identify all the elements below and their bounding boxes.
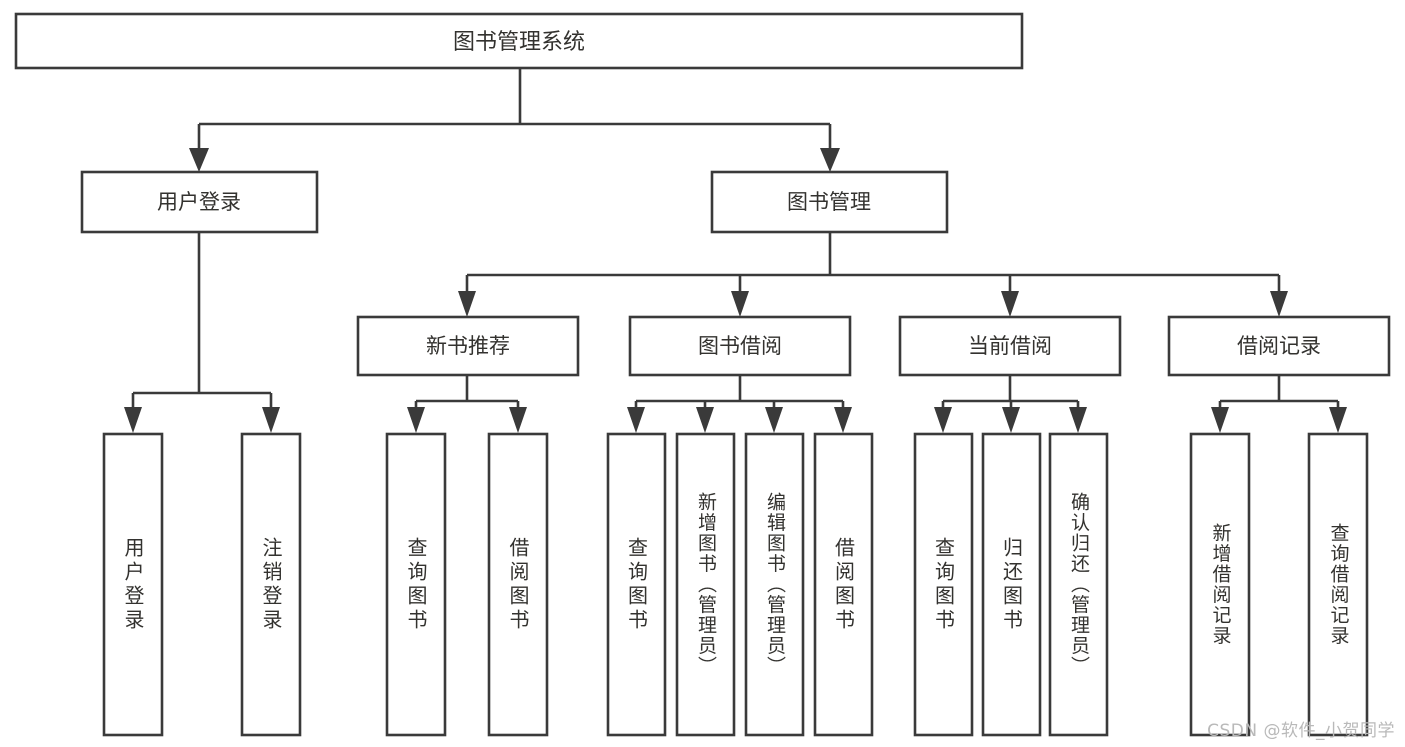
- arrow-head-nb-1: [407, 407, 425, 433]
- node-root-book-management-system[interactable]: 图书管理系统: [14, 12, 1024, 70]
- arrow-head-bb-3: [765, 407, 783, 433]
- connector-current-borrow-to-leaves: [934, 375, 1087, 433]
- node-user-login-box[interactable]: [80, 170, 319, 234]
- node-borrow-record-box[interactable]: [1167, 315, 1391, 377]
- node-new-book-recommend-label: 新书推荐: [426, 334, 510, 358]
- node-root-box[interactable]: [14, 12, 1024, 70]
- node-current-borrow[interactable]: 当前借阅: [898, 315, 1122, 377]
- node-root-label: 图书管理系统: [453, 30, 585, 55]
- connector-book-borrow-to-leaves: [627, 375, 852, 433]
- node-borrow-record-label: 借阅记录: [1237, 334, 1321, 358]
- node-new-book-recommend[interactable]: 新书推荐: [356, 315, 580, 377]
- leaf-box-new-book-1[interactable]: [385, 432, 447, 737]
- node-current-borrow-box[interactable]: [898, 315, 1122, 377]
- arrow-head-l3-4: [1270, 291, 1288, 317]
- arrow-head-br-1: [1211, 407, 1229, 433]
- leaf-box-borrow-record-2[interactable]: [1307, 432, 1369, 737]
- node-new-book-recommend-box[interactable]: [356, 315, 580, 377]
- node-book-management-label: 图书管理: [787, 190, 871, 214]
- arrow-head-user-login: [189, 148, 209, 172]
- node-book-management[interactable]: 图书管理: [710, 170, 949, 234]
- arrow-head-cb-1: [934, 407, 952, 433]
- arrow-head-cb-3: [1069, 407, 1087, 433]
- leaf-box-current-borrow-2[interactable]: [981, 432, 1042, 737]
- arrow-head-nb-2: [509, 407, 527, 433]
- node-book-borrow[interactable]: 图书借阅: [628, 315, 852, 377]
- leaf-box-current-borrow-3[interactable]: [1048, 432, 1109, 737]
- node-book-borrow-label: 图书借阅: [698, 334, 782, 358]
- leaf-box-book-borrow-3[interactable]: [744, 432, 805, 737]
- arrow-head-bb-2: [696, 407, 714, 433]
- arrow-head-book-manage: [820, 148, 840, 172]
- node-user-login[interactable]: 用户登录: [80, 170, 319, 234]
- arrow-head-l3-3: [1001, 291, 1019, 317]
- connector-root-to-level2: [189, 68, 840, 172]
- arrow-head-ul-2: [262, 407, 280, 433]
- arrow-head-bb-4: [834, 407, 852, 433]
- leaf-box-book-borrow-2[interactable]: [675, 432, 736, 737]
- connector-new-book-to-leaves: [407, 375, 527, 433]
- leaf-box-book-borrow-1[interactable]: [606, 432, 667, 737]
- node-user-login-label: 用户登录: [157, 190, 241, 214]
- leaf-box-user-login-2[interactable]: [240, 432, 302, 737]
- leaf-box-new-book-2[interactable]: [487, 432, 549, 737]
- leaf-box-current-borrow-1[interactable]: [913, 432, 974, 737]
- arrow-head-ul-1: [124, 407, 142, 433]
- arrow-head-cb-2: [1002, 407, 1020, 433]
- arrow-head-br-2: [1329, 407, 1347, 433]
- watermark-text: CSDN @软件_小贺同学: [1207, 721, 1395, 741]
- connector-borrow-record-to-leaves: [1211, 375, 1347, 433]
- connector-book-manage-to-level3: [458, 232, 1288, 317]
- leaf-box-user-login-1[interactable]: [102, 432, 164, 737]
- connector-user-login-to-leaves: [124, 232, 280, 433]
- arrow-head-l3-1: [458, 291, 476, 317]
- leaf-box-borrow-record-1[interactable]: [1189, 432, 1251, 737]
- arrow-head-bb-1: [627, 407, 645, 433]
- leaf-box-book-borrow-4[interactable]: [813, 432, 874, 737]
- node-book-management-box[interactable]: [710, 170, 949, 234]
- node-borrow-record[interactable]: 借阅记录: [1167, 315, 1391, 377]
- node-current-borrow-label: 当前借阅: [968, 334, 1052, 358]
- arrow-head-l3-2: [731, 291, 749, 317]
- node-book-borrow-box[interactable]: [628, 315, 852, 377]
